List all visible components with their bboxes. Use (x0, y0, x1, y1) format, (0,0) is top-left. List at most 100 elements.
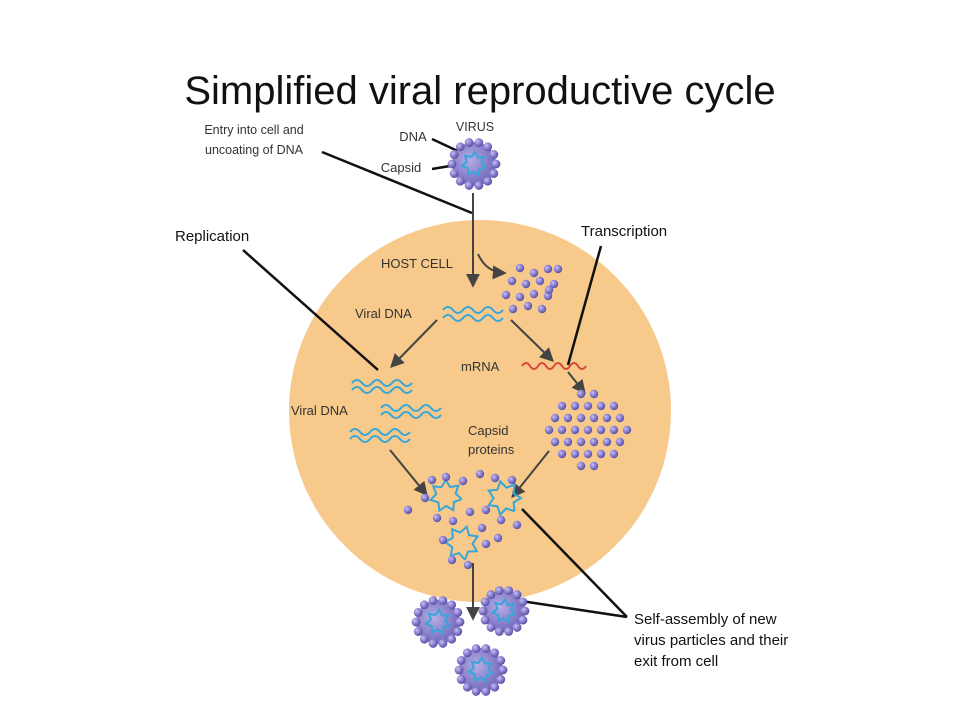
capsid-protein (537, 304, 547, 314)
capsid-protein (583, 425, 593, 435)
capsid-protein (481, 505, 491, 515)
capsid-protein (589, 437, 599, 447)
capsid-protein (493, 533, 503, 543)
capsid-protein (496, 515, 506, 525)
host-cell (289, 220, 671, 602)
capsid-protein (589, 461, 599, 471)
viral-dna-strand (380, 411, 442, 419)
capsid-protein (447, 600, 457, 610)
capsid-protein-cluster-small (501, 263, 563, 314)
capsid-protein (489, 150, 499, 159)
capsid-protein (512, 520, 522, 530)
capsid-protein (441, 472, 451, 482)
capsid-protein (557, 425, 567, 435)
viral-dna-strands (349, 306, 504, 443)
capsid-protein (494, 586, 504, 595)
viral-dna-strand (351, 386, 413, 394)
viral-dna-label-bottom: Viral DNA (291, 403, 348, 418)
capsid-protein (454, 665, 464, 675)
virus-capsid (459, 648, 503, 692)
capsid-protein (464, 138, 474, 147)
viral-dna-coil (460, 149, 487, 178)
viral-dna-coil (490, 597, 516, 624)
capsid-protein (465, 507, 475, 517)
capsid-protein (490, 648, 500, 658)
capsid-protein (471, 687, 481, 696)
capsid-protein (464, 181, 474, 190)
capsid-protein (570, 425, 580, 435)
viral-dna-coil (428, 478, 463, 513)
capsid-protein (432, 513, 442, 523)
viral-dna-strand (442, 306, 504, 314)
capsid-protein (504, 627, 514, 636)
assembly-leader-2 (520, 599, 628, 619)
capsid-protein (471, 644, 481, 653)
capsid-protein (576, 461, 586, 471)
self-assembly-label-line1: Self-assembly of new (634, 611, 777, 628)
capsid-protein (474, 138, 484, 147)
capsid-protein (557, 401, 567, 411)
capsid-protein (453, 608, 463, 617)
entry-leader (321, 150, 473, 215)
capsid-protein (549, 279, 559, 289)
capsid-protein (550, 413, 560, 423)
capsid-protein (501, 290, 511, 300)
capsid-protein (602, 437, 612, 447)
capsid-protein (570, 401, 580, 411)
transcription-arrow (510, 319, 555, 362)
virus-particles (411, 138, 530, 696)
capsid-protein (428, 639, 438, 648)
viral-dna-label-top: Viral DNA (355, 306, 412, 321)
mrna-label: mRNA (461, 359, 500, 374)
capsid-protein (403, 505, 413, 515)
capsid-protein (477, 523, 487, 533)
capsid-protein (507, 276, 517, 286)
capsid-protein (480, 615, 490, 625)
capsid-protein (455, 617, 465, 627)
capsid-protein (449, 169, 459, 178)
translation-arrow (567, 371, 586, 395)
capsid-leader (431, 164, 451, 171)
capsid-protein (535, 276, 545, 286)
capsid-protein (496, 675, 506, 684)
capsid-protein (515, 263, 525, 273)
viral-dna-coil (443, 524, 480, 561)
capsid-protein (583, 401, 593, 411)
capsid-protein (543, 264, 553, 274)
transcription-leader (566, 245, 603, 366)
virus-particle (478, 586, 530, 636)
capsid-protein (498, 665, 508, 675)
capsid-protein (563, 413, 573, 423)
capsid-protein (449, 150, 459, 159)
capsid-protein (622, 425, 632, 435)
dna-label: DNA (399, 129, 427, 144)
capsid-protein (480, 597, 490, 607)
capsid-protein (589, 389, 599, 399)
self-assembly-label-line3: exit from cell (634, 653, 718, 670)
virus-particle (447, 138, 501, 190)
capsid-proteins-label-line1: Capsid (468, 423, 508, 438)
capsid-label: Capsid (381, 160, 421, 175)
capsid-protein (529, 289, 539, 299)
capsid-protein (602, 413, 612, 423)
page-title: Simplified viral reproductive cycle (184, 69, 775, 113)
capsid-protein (512, 590, 522, 599)
capsid-protein (481, 644, 491, 653)
capsid-protein (596, 449, 606, 459)
capsid-protein (483, 176, 493, 186)
capsid-protein (576, 413, 586, 423)
capsid-protein (570, 449, 580, 459)
mrna-strand (521, 362, 587, 370)
capsid-protein (427, 475, 437, 485)
capsid-protein (474, 181, 484, 190)
host-cell-label: HOST CELL (381, 256, 453, 271)
capsid-protein (453, 627, 463, 636)
capsid-protein (615, 437, 625, 447)
capsid-protein (413, 608, 423, 617)
assembly-zone (403, 469, 523, 570)
capsid-protein (456, 675, 466, 684)
capsid-assembly-arrow (511, 450, 550, 499)
capsid-protein (609, 401, 619, 411)
capsid-protein (520, 606, 530, 616)
